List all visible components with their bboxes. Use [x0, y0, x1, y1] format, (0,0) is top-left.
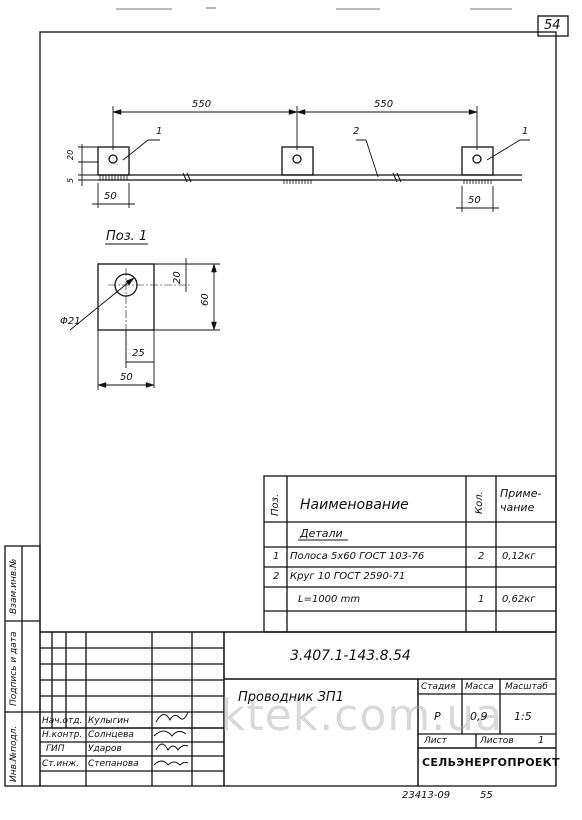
sheet-number: 54	[544, 18, 561, 33]
spec-header-note: Приме- чание	[500, 487, 542, 514]
mass-label: Масса	[465, 682, 494, 692]
callout-2: 2	[353, 126, 360, 137]
plate-right-hole	[472, 154, 482, 164]
spec-row-3-qty: 1	[478, 594, 485, 605]
scale-value: 1:5	[514, 710, 532, 723]
signer-1-role: Нач.отд.	[42, 716, 83, 726]
plate-center-hole	[292, 154, 302, 164]
detail-title: Поз. 1	[106, 229, 148, 244]
spec-row-1-name: Полоса 5x60 ГОСТ 103-76	[290, 551, 425, 562]
plate-right	[461, 146, 494, 176]
callout-1-left: 1	[156, 126, 163, 137]
signer-4-name: Степанова	[88, 759, 139, 769]
spec-section-title: Детали	[300, 527, 343, 540]
stage-label: Стадия	[421, 682, 456, 692]
dim-5-thick: 5	[66, 177, 75, 183]
plate-left	[97, 146, 130, 176]
watermark-text: ktek.com.ua	[220, 690, 504, 741]
side-stamp-replace-inv: Взам.инв.№	[9, 558, 19, 614]
spec-header-name: Наименование	[300, 497, 409, 513]
sheet-label: Лист	[424, 736, 447, 746]
signer-2-role: Н.контр.	[42, 730, 83, 740]
page-number: 55	[480, 790, 493, 801]
signer-2-name: Солнцева	[88, 730, 134, 740]
mass-value: 0,9	[470, 710, 488, 723]
dim-550-left: 550	[192, 99, 212, 110]
spec-row-1-pos: 1	[273, 551, 280, 562]
callout-1-right: 1	[522, 126, 529, 137]
plate-center	[281, 146, 314, 176]
sheets-label: Листов	[480, 736, 514, 746]
spec-row-3-note: 0,62кг	[502, 594, 536, 605]
spec-row-2-pos: 2	[273, 571, 280, 582]
dim-550-right: 550	[374, 99, 394, 110]
document-code: 3.407.1-143.8.54	[290, 648, 411, 664]
side-stamp-inv-original: Инв.№подл.	[9, 725, 19, 782]
plate-left-hole	[108, 154, 118, 164]
document-title: Проводник ЗП1	[238, 690, 344, 705]
archive-number: 23413-09	[402, 790, 451, 801]
spec-row-2-name: Круг 10 ГОСТ 2590-71	[290, 571, 406, 582]
spec-header-qty: Кол.	[474, 491, 485, 514]
signer-3-role: ГИП	[46, 744, 65, 754]
signer-3-name: Ударов	[88, 744, 122, 754]
detail-dim-25: 25	[132, 348, 145, 359]
scale-label: Масштаб	[505, 682, 548, 692]
detail-dim-50: 50	[120, 372, 133, 383]
detail-dim-20: 20	[172, 271, 183, 284]
sheet-number-box	[537, 15, 569, 37]
organization-name: СЕЛЬЭНЕРГОПРОЕКТ	[422, 756, 560, 769]
dim-50-left: 50	[104, 191, 117, 202]
spec-row-1-note: 0,12кг	[502, 551, 536, 562]
sheets-count: 1	[538, 735, 545, 746]
sheet-frame	[39, 31, 557, 787]
dim-20-height: 20	[66, 149, 75, 160]
signer-4-role: Ст.инж.	[42, 759, 80, 769]
detail-dim-60: 60	[200, 293, 211, 306]
signer-1-name: Кулыгин	[88, 716, 130, 726]
dim-50-right: 50	[468, 195, 481, 206]
spec-row-3-name: L=1000 mm	[298, 594, 361, 605]
stage-value: Р	[434, 710, 441, 723]
spec-row-1-qty: 2	[478, 551, 485, 562]
spec-header-pos: Поз.	[270, 493, 281, 516]
detail-dim-hole-dia: Φ21	[60, 316, 81, 327]
side-stamp-signature-date: Подпись и дата	[9, 631, 19, 706]
